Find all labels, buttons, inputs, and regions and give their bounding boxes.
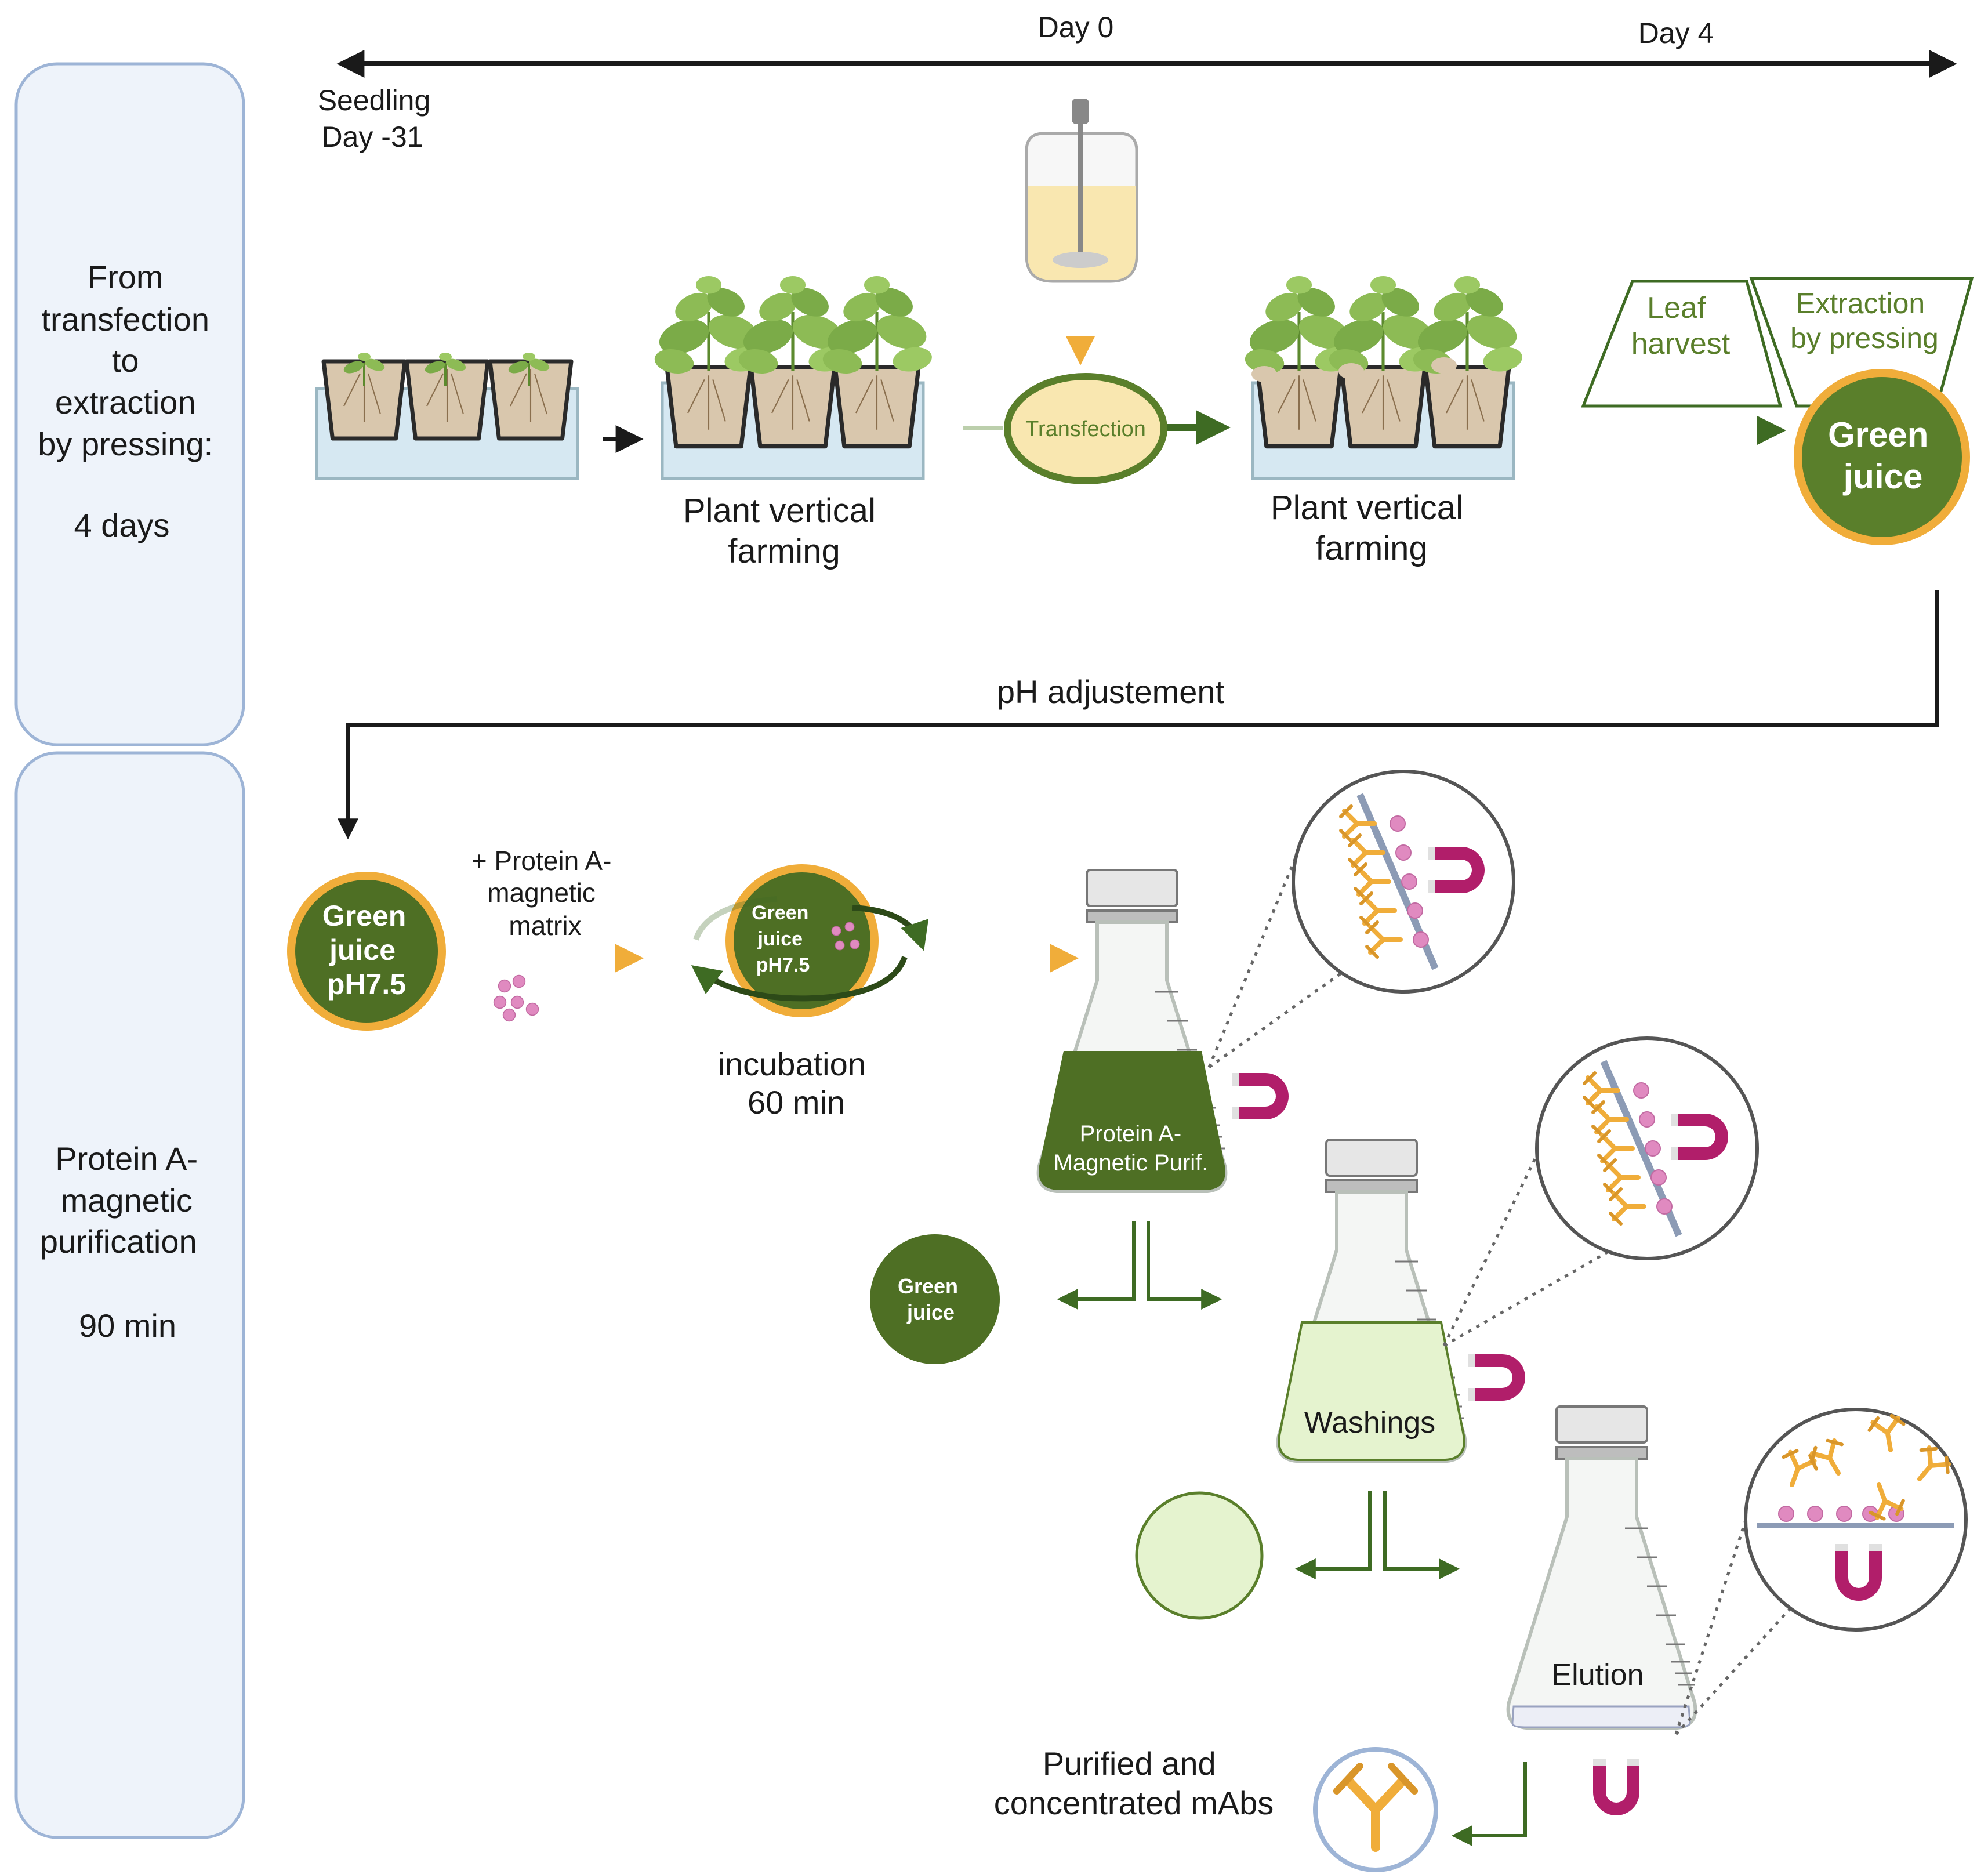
svg-text:Protein A- magnetic: Protein A- magnetic purification 90 min xyxy=(40,1140,207,1344)
panel-transfection-to-extraction: From transfection to extraction by press… xyxy=(14,62,245,746)
washings-label: Washings xyxy=(1304,1406,1435,1440)
panel-protein-a-purification: Protein A- magnetic purification 90 min xyxy=(14,751,245,1839)
zoom-circle-1 xyxy=(1207,770,1515,1069)
purified-mab-icon xyxy=(1313,1747,1438,1872)
panel-bottom-line-1: Protein A- xyxy=(55,1140,198,1177)
transfection-node: Transfection xyxy=(1004,373,1167,484)
green-juice-top: Green juice xyxy=(1794,369,1970,545)
plant-farming-tray-2 xyxy=(1243,276,1524,480)
panel-top-line-7: 4 days xyxy=(74,507,170,543)
green-juice-ph: Green juice pH7.5 xyxy=(287,872,446,1031)
panel-bottom-line-2: magnetic xyxy=(61,1182,193,1219)
svg-text:Green juice pH7.5: Green juice pH7.5 xyxy=(322,900,414,1001)
flask-protein-a-purification: Protein A- Magnetic Purif. xyxy=(1039,870,1289,1191)
product-label: Purified and concentrated mAbs xyxy=(994,1745,1274,1821)
extraction-line-1: Extraction xyxy=(1796,287,1925,320)
ph-adjustment-connector xyxy=(338,590,1939,840)
split-arrows-2 xyxy=(1299,1491,1456,1569)
zoom-circle-3 xyxy=(1674,1408,1968,1735)
panel-top-line-1: From xyxy=(88,259,164,295)
leaf-harvest-line-1: Leaf xyxy=(1647,291,1706,325)
flowthrough-green-juice: Green juice xyxy=(870,1234,1000,1364)
panel-top-line-3: to xyxy=(112,342,139,379)
panel-top-line-5: by pressing: xyxy=(38,426,213,462)
bioreactor-icon xyxy=(1025,99,1138,283)
zoom-circle-2 xyxy=(1442,1036,1759,1347)
split-arrows-1 xyxy=(1061,1221,1218,1299)
timeline-day0: Day 0 xyxy=(1038,11,1114,44)
farming2-label: Plant vertical farming xyxy=(1271,489,1472,567)
leaf-harvest-box: Leaf harvest xyxy=(1581,280,1783,408)
plant-farming-tray-1 xyxy=(652,276,934,480)
panel-bottom-line-3: purification xyxy=(40,1223,197,1260)
ph-adjustment-label: pH adjustement xyxy=(997,673,1225,710)
svg-text:Extraction by pressing: Extraction by pressing xyxy=(1790,287,1939,354)
leaf-harvest-line-2: harvest xyxy=(1631,327,1731,361)
svg-text:Green juice: Green juice xyxy=(1828,415,1938,496)
timeline: Day 0 Day 4 Seedling Day -31 xyxy=(318,11,1957,153)
wash-flowthrough xyxy=(1135,1491,1264,1620)
flask-washings: Washings xyxy=(1278,1140,1525,1461)
panel-bottom-line-5: 90 min xyxy=(79,1307,176,1344)
svg-text:Leaf harvest: Leaf harvest xyxy=(1631,291,1731,361)
timeline-seedling: Seedling xyxy=(318,84,431,117)
elution-label: Elution xyxy=(1552,1658,1644,1692)
transfection-label: Transfection xyxy=(1025,417,1146,441)
timeline-day4: Day 4 xyxy=(1638,17,1714,49)
svg-text:Protein A- Magnetic Puri: Protein A- Magnetic Purif. xyxy=(1054,1121,1209,1176)
panel-top-line-4: extraction xyxy=(55,384,196,421)
extraction-line-2: by pressing xyxy=(1790,322,1939,354)
seedling-tray xyxy=(315,351,579,480)
incubation-label: incubation 60 min xyxy=(718,1046,875,1121)
svg-text:From transfection: From transfection to extraction by press… xyxy=(38,259,222,543)
svg-text:Green juice pH7.5: Green juice pH7.5 xyxy=(752,902,814,976)
svg-text:Green juice: Green juice xyxy=(898,1274,964,1324)
timeline-seedling-day: Day -31 xyxy=(321,121,423,153)
protein-a-matrix-label: + Protein A- magnetic matrix xyxy=(471,846,619,941)
panel-top-line-2: transfection xyxy=(41,301,209,338)
incubation-node: Green juice pH7.5 xyxy=(691,864,929,1017)
magnetic-beads-icon xyxy=(493,974,539,1022)
arrow-elution-to-product xyxy=(1451,1762,1527,1846)
flask-elution: Elution xyxy=(1508,1407,1696,1815)
farming1-label: Plant vertical farming xyxy=(683,492,885,570)
